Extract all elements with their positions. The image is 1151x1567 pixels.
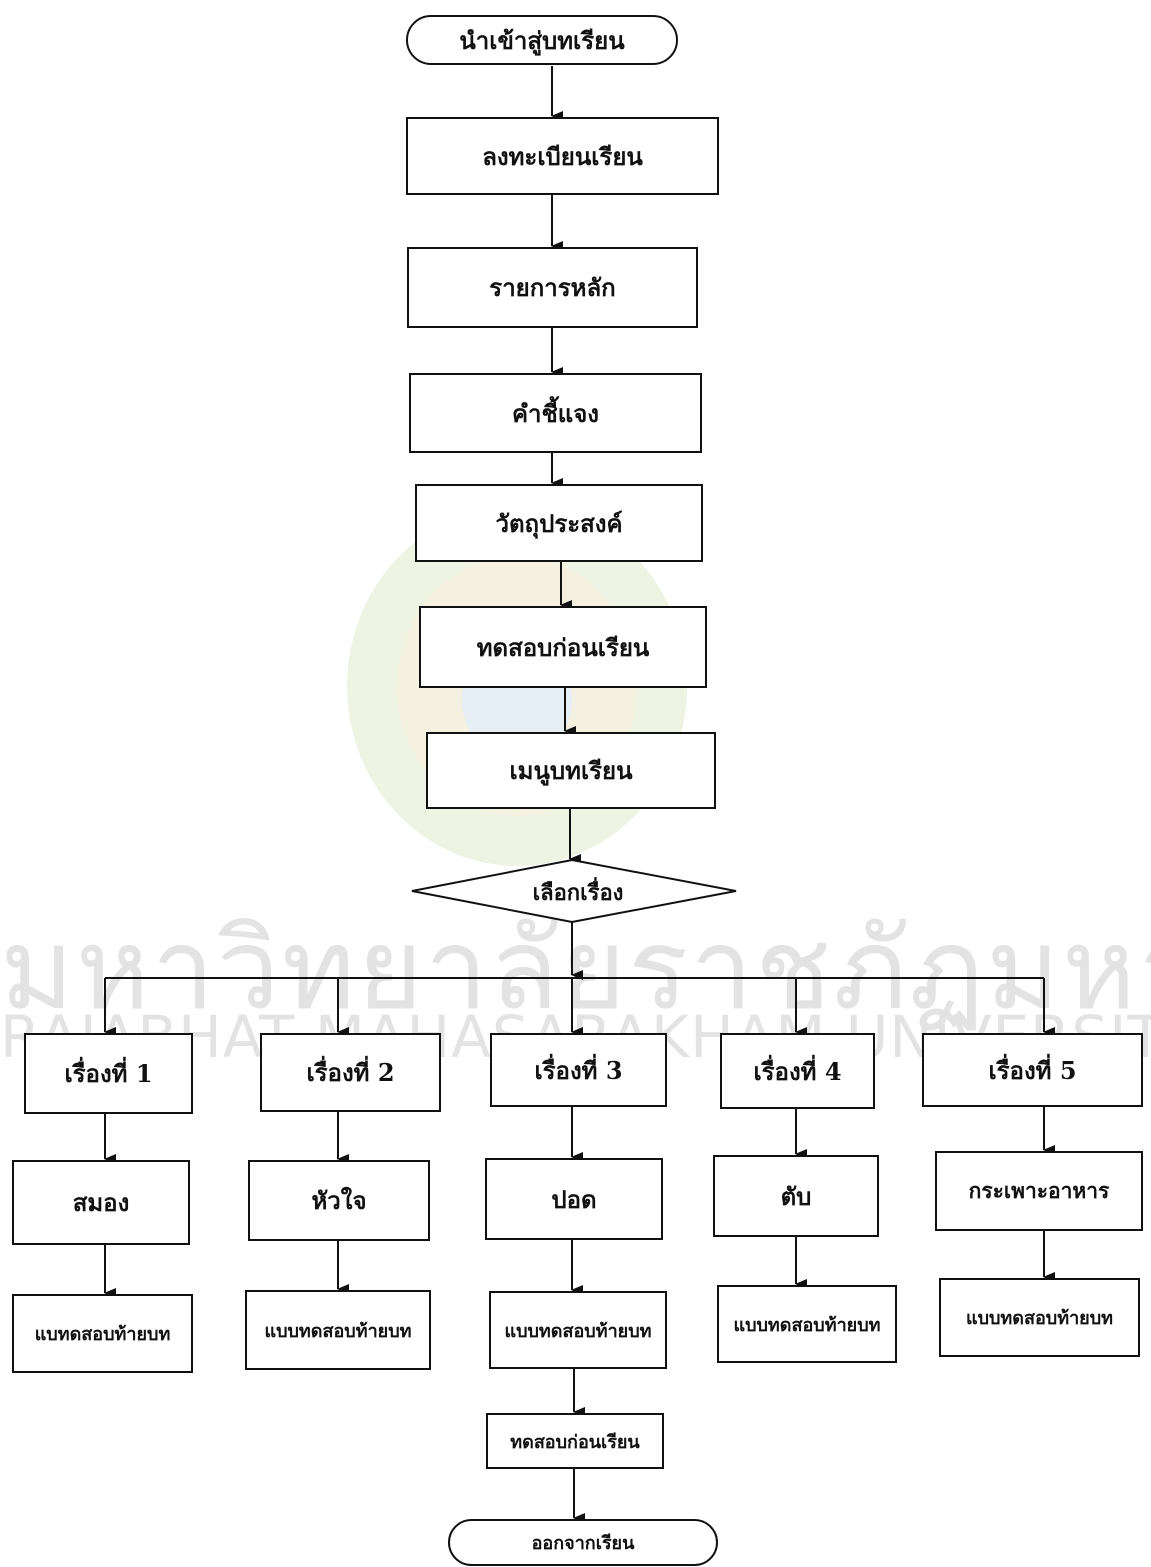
end-terminal: ออกจากเรียน xyxy=(448,1519,718,1566)
test-1-box: แบทดสอบท้ายบท xyxy=(12,1294,193,1373)
final-test-box: ทดสอบก่อนเรียน xyxy=(486,1413,664,1469)
test-2-box: แบบทดสอบท้ายบท xyxy=(245,1290,431,1370)
instructions-box: คำชี้แจง xyxy=(409,373,702,453)
topic-3-box: เรื่องที่ 3 xyxy=(490,1033,667,1107)
start-terminal: นำเข้าสู่บทเรียน xyxy=(406,15,678,65)
content-1-box: สมอง xyxy=(12,1160,190,1245)
objectives-box: วัตถุประสงค์ xyxy=(415,484,703,562)
topic-2-box: เรื่องที่ 2 xyxy=(260,1033,441,1112)
pretest-box: ทดสอบก่อนเรียน xyxy=(419,606,707,688)
topic-4-box: เรื่องที่ 4 xyxy=(720,1033,875,1109)
test-3-box: แบบทดสอบท้ายบท xyxy=(489,1291,667,1369)
test-4-box: แบบทดสอบท้ายบท xyxy=(717,1285,897,1363)
decision-label: เลือกเรื่อง xyxy=(532,879,624,906)
main-menu-box: รายการหลัก xyxy=(407,247,698,328)
content-4-box: ตับ xyxy=(713,1155,879,1237)
topic-1-box: เรื่องที่ 1 xyxy=(24,1033,193,1114)
register-box: ลงทะเบียนเรียน xyxy=(406,117,719,195)
content-5-box: กระเพาะอาหาร xyxy=(935,1151,1143,1231)
decision-diamond xyxy=(411,858,737,924)
topic-5-box: เรื่องที่ 5 xyxy=(922,1033,1143,1107)
content-3-box: ปอด xyxy=(485,1158,663,1240)
content-2-box: หัวใจ xyxy=(248,1160,430,1241)
test-5-box: แบบทดสอบท้ายบท xyxy=(939,1278,1140,1357)
lesson-menu-box: เมนูบทเรียน xyxy=(426,732,716,809)
